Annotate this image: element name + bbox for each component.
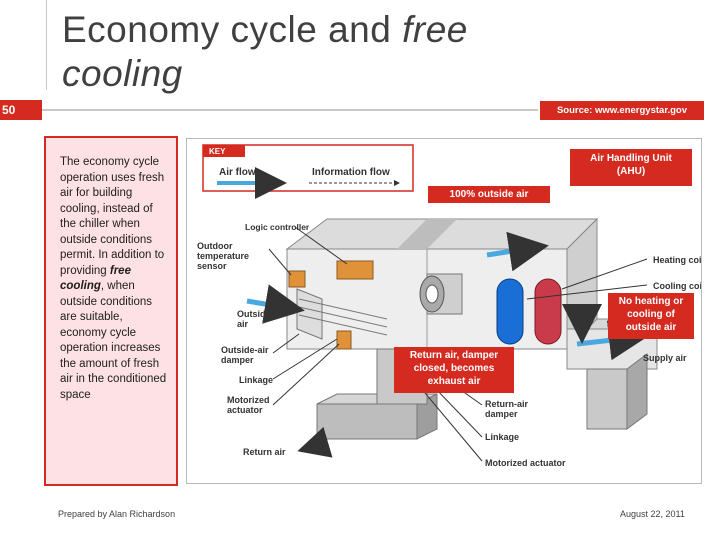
cooling-coil-icon <box>496 278 524 345</box>
label-linkage: Linkage <box>239 375 273 385</box>
actuator-box <box>336 330 352 350</box>
side-panel <box>44 136 178 486</box>
label-motorized-actuator: Motorized actuator <box>485 458 566 468</box>
key-title: KEY <box>209 147 226 156</box>
label-motorized-2: actuator <box>227 405 263 415</box>
label-oa-damper-2: damper <box>221 355 254 365</box>
ahu-callout-line-1: Air Handling Unit <box>590 153 672 164</box>
no-heating-line-2: cooling of <box>627 309 675 320</box>
ahu-callout: Air Handling Unit (AHU) <box>570 149 692 186</box>
outside-air-arrow-icon <box>246 284 305 324</box>
label-outdoor-2: temperature <box>197 251 249 261</box>
label-return-air: Return air <box>243 447 286 457</box>
title-divider <box>46 0 47 90</box>
return-air-arrow-icon <box>297 426 333 458</box>
no-heating-callout: No heating or cooling of outside air <box>608 293 694 339</box>
outdoor-sensor-box <box>288 270 306 288</box>
heating-coil-icon <box>534 278 562 345</box>
label-ra-damper-2: damper <box>485 409 518 419</box>
key-information-flow: Information flow <box>312 167 390 178</box>
no-heating-line-3: outside air <box>625 322 677 333</box>
return-air-line-2: closed, becomes <box>413 363 495 374</box>
side-panel-text: The economy cycle operation uses fresh a… <box>60 156 167 401</box>
label-supply-air: Supply air <box>643 353 687 363</box>
slide-number: 50 <box>2 103 16 117</box>
label-logic-controller: Logic controller <box>245 222 310 232</box>
return-air-line-3: exhaust air <box>427 376 481 387</box>
label-outside-air-2: air <box>237 319 249 329</box>
return-air-callout: Return air, damper closed, becomes exhau… <box>394 347 514 393</box>
label-oa-damper-1: Outside-air <box>221 345 269 355</box>
footer-author: Prepared by Alan Richardson <box>58 509 176 519</box>
ahu-callout-line-2: (AHU) <box>616 166 646 177</box>
return-air-line-1: Return air, damper <box>409 350 499 361</box>
label-outdoor-1: Outdoor <box>197 241 233 251</box>
header-rule <box>42 109 538 111</box>
label-ra-damper-1: Return-air <box>485 399 529 409</box>
key-air-flow: Air flow <box>219 167 256 178</box>
key-box: KEY Air flow Information flow <box>202 144 414 199</box>
source-badge: Source: www.energystar.gov <box>540 101 704 120</box>
fan-icon <box>419 273 463 315</box>
label-linkage-2: Linkage <box>485 432 519 442</box>
label-heating-coil: Heating coil <box>653 255 701 265</box>
label-outdoor-3: sensor <box>197 261 227 271</box>
logic-controller-box <box>336 260 374 280</box>
outside-air-callout: 100% outside air <box>428 186 550 203</box>
label-cooling-coil: Cooling coil <box>653 281 701 291</box>
supply-air-duct <box>586 353 648 430</box>
label-outside-air-1: Outside <box>237 309 271 319</box>
ahu-diagram-svg: KEY Air flow Information flow <box>197 144 705 468</box>
slide-number-badge <box>0 100 42 120</box>
footer-date: August 22, 2011 <box>620 509 685 519</box>
label-motorized-1: Motorized <box>227 395 270 405</box>
no-heating-line-1: No heating or <box>618 296 684 307</box>
flow-arrow-icon <box>486 231 549 272</box>
